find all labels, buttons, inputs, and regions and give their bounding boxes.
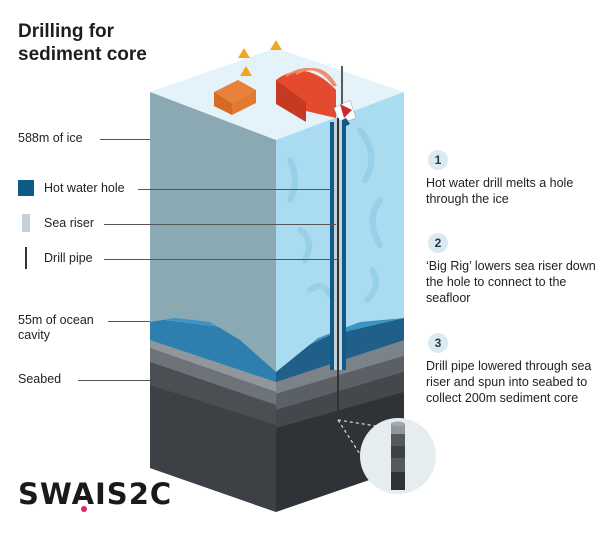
logo-accent-dot-icon xyxy=(81,506,87,512)
camp-tent-red xyxy=(276,67,337,122)
sea-riser-leader-line xyxy=(104,224,336,225)
page-title: Drilling for sediment core xyxy=(18,21,147,65)
seabed-side-band-2 xyxy=(276,356,404,410)
seabed-front-band-3 xyxy=(150,362,276,425)
legend-drill-pipe: Drill pipe xyxy=(44,251,93,265)
step-3-text: Drill pipe lowered through sea riser and… xyxy=(426,359,592,405)
hot-water-hole-swatch-icon xyxy=(18,180,34,196)
ocean-front-face xyxy=(150,318,276,382)
camp-tent-orange xyxy=(214,80,256,115)
step-1-number: 1 xyxy=(428,150,448,170)
ocean-cavity-label: 55m of ocean cavity xyxy=(18,313,94,342)
drill-pipe-swatch-icon xyxy=(25,247,27,269)
step-2-number: 2 xyxy=(428,233,448,253)
seabed-front-band-4 xyxy=(150,385,276,512)
seabed-front-band-2 xyxy=(150,348,276,405)
legend-hot-water-hole: Hot water hole xyxy=(44,181,125,195)
sea-riser-swatch-icon xyxy=(22,214,30,232)
drill-pipe-leader-line xyxy=(104,259,338,260)
ice-front-face xyxy=(150,92,276,372)
hot-water-hole-leader-line xyxy=(138,189,332,190)
seabed-label: Seabed xyxy=(18,372,62,386)
swais2c-logo: SWAIS2C xyxy=(18,477,173,511)
ice-thickness-label: 588m of ice xyxy=(18,131,83,145)
step-3-number: 3 xyxy=(428,333,448,353)
core-callout-line-1 xyxy=(337,419,366,463)
ice-side-texture xyxy=(287,127,383,303)
step-1-text: Hot water drill melts a hole through the… xyxy=(426,176,574,206)
seabed-side-band-3 xyxy=(276,372,404,428)
orange-markers xyxy=(238,40,282,76)
seabed-leader-line xyxy=(78,380,150,381)
ice-leader-line xyxy=(100,139,150,140)
ocean-leader-line xyxy=(108,321,150,322)
legend-sea-riser: Sea riser xyxy=(44,216,95,230)
sediment-core-sample xyxy=(391,421,405,490)
step-2-text: ‘Big Rig’ lowers sea riser down the hole… xyxy=(426,259,596,305)
